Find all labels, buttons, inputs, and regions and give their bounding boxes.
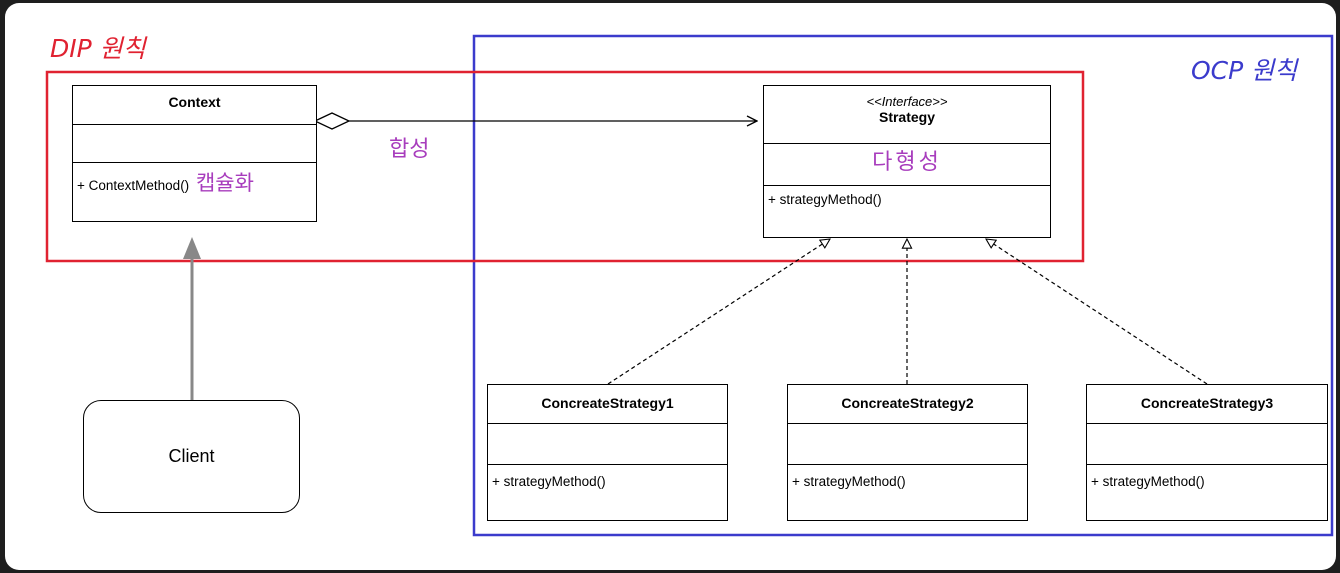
concrete-strategy-name: ConcreateStrategy2 bbox=[841, 395, 974, 411]
ocp-frame-label: OCP 원칙 bbox=[1191, 56, 1298, 85]
concrete-strategy-method: + strategyMethod() bbox=[792, 474, 906, 489]
connectors bbox=[45, 34, 1334, 537]
strategy-method: + strategyMethod() bbox=[768, 192, 882, 207]
dip-frame-label: DIP 원칙 bbox=[50, 34, 146, 63]
interface-stereotype: <<Interface>> bbox=[866, 94, 948, 109]
concrete-strategy-attributes bbox=[488, 423, 727, 464]
client-label: Client bbox=[168, 446, 215, 466]
concrete-strategy-operations: + strategyMethod() bbox=[788, 464, 1027, 520]
concrete-strategy-method: + strategyMethod() bbox=[492, 474, 606, 489]
concrete-strategy-operations: + strategyMethod() bbox=[488, 464, 727, 520]
concrete-strategy-name: ConcreateStrategy1 bbox=[541, 395, 674, 411]
client-dependency-arrowhead bbox=[183, 237, 201, 259]
realization-line-3 bbox=[986, 239, 1208, 385]
strategy-attributes: 다형성 bbox=[764, 143, 1050, 185]
composition-diamond bbox=[313, 112, 351, 130]
realization-line-1 bbox=[607, 239, 830, 385]
concrete-strategy-1[interactable]: ConcreateStrategy1 + strategyMethod() bbox=[487, 384, 728, 521]
composition-label: 합성 bbox=[389, 137, 430, 162]
ocp-frame bbox=[472, 34, 1334, 537]
context-method: + ContextMethod() bbox=[77, 178, 190, 193]
concrete-strategy-attributes bbox=[788, 423, 1027, 464]
context-attributes bbox=[73, 124, 316, 162]
concrete-strategy-2[interactable]: ConcreateStrategy2 + strategyMethod() bbox=[787, 384, 1028, 521]
polymorphism-annotation: 다형성 bbox=[872, 150, 942, 175]
concrete-strategy-name: ConcreateStrategy3 bbox=[1140, 395, 1274, 411]
concrete-strategy-method: + strategyMethod() bbox=[1091, 474, 1205, 489]
strategy-interface[interactable]: <<Interface>> Strategy 다형성 + strategyMet… bbox=[763, 85, 1051, 238]
strategy-operations: + strategyMethod() bbox=[764, 185, 1050, 237]
strategy-header: <<Interface>> Strategy bbox=[764, 86, 1050, 143]
encapsulation-annotation: 캡슐화 bbox=[195, 171, 254, 195]
client-node[interactable]: Client bbox=[83, 400, 300, 513]
strategy-class-name: Strategy bbox=[878, 109, 936, 125]
concrete-strategy-operations: + strategyMethod() bbox=[1087, 464, 1327, 520]
diagram-canvas: DIP 원칙 OCP 원칙 Context + ContextMethod() … bbox=[5, 3, 1336, 570]
context-class-name: Context bbox=[168, 94, 221, 110]
dip-frame bbox=[45, 70, 1085, 263]
context-class[interactable]: Context + ContextMethod() 캡슐화 bbox=[72, 85, 317, 222]
concrete-strategy-3[interactable]: ConcreateStrategy3 + strategyMethod() bbox=[1086, 384, 1328, 521]
context-operations: + ContextMethod() 캡슐화 bbox=[73, 162, 316, 221]
concrete-strategy-attributes bbox=[1087, 423, 1327, 464]
